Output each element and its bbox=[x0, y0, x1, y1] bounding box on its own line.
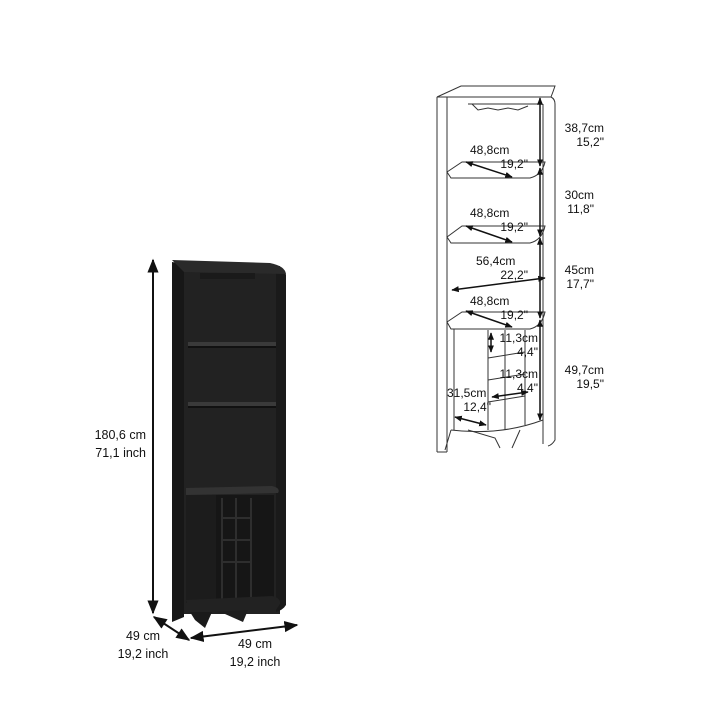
rack-height-cm: 11,3cm bbox=[499, 331, 538, 345]
height-inch: 71,1 inch bbox=[95, 446, 146, 460]
height-section-2: 30cm 11,8" bbox=[552, 188, 594, 216]
shelf-depth-3: 56,4cm 22,2" bbox=[476, 254, 528, 282]
height-section-3: 45cm 17,7" bbox=[552, 263, 594, 291]
line-drawing bbox=[436, 85, 556, 453]
height-2-cm: 30cm bbox=[564, 188, 594, 202]
cabinet-depth-inch: 12,4" bbox=[463, 400, 491, 414]
height-1-cm: 38,7cm bbox=[564, 121, 604, 135]
height-section-1: 38,7cm 15,2" bbox=[552, 121, 604, 149]
cabinet-depth-cm: 31,5cm bbox=[447, 386, 487, 400]
shelf-depth-4: 48,8cm 19,2" bbox=[470, 294, 528, 322]
shelf-2-inch: 19,2" bbox=[500, 220, 528, 234]
cabinet-depth: 31,5cm 12,4" bbox=[447, 386, 491, 414]
rack-height-inch: 4,4" bbox=[517, 345, 538, 359]
height-4-inch: 19,5" bbox=[576, 377, 604, 391]
depth-cm: 49 cm bbox=[125, 629, 161, 643]
width-label: 49 cm 19,2 inch bbox=[212, 635, 298, 671]
dark-cabinet bbox=[172, 260, 286, 628]
height-1-inch: 15,2" bbox=[576, 135, 604, 149]
width-cm: 49 cm bbox=[237, 637, 273, 651]
width-inch: 19,2 inch bbox=[229, 655, 281, 669]
dimension-arrows bbox=[451, 97, 546, 427]
height-label: 180,6 cm 71,1 inch bbox=[80, 426, 146, 462]
shelf-4-cm: 48,8cm bbox=[470, 294, 510, 308]
rack-width-inch: 4,4" bbox=[517, 381, 538, 395]
depth-inch: 19,2 inch bbox=[117, 647, 169, 661]
shelf-4-inch: 19,2" bbox=[500, 308, 528, 322]
width-arrow bbox=[189, 620, 299, 643]
shelf-1-inch: 19,2" bbox=[500, 157, 528, 171]
shelf-3-cm: 56,4cm bbox=[476, 254, 516, 268]
depth-arrow bbox=[152, 616, 191, 641]
rack-cell-height: 11,3cm 4,4" bbox=[494, 331, 538, 359]
height-3-cm: 45cm bbox=[564, 263, 594, 277]
height-section-4: 49,7cm 19,5" bbox=[552, 363, 604, 391]
height-cm: 180,6 cm bbox=[94, 428, 146, 442]
shelf-depth-1: 48,8cm 19,2" bbox=[470, 143, 528, 171]
shelf-3-inch: 22,2" bbox=[500, 268, 528, 282]
height-3-inch: 17,7" bbox=[566, 277, 594, 291]
depth-label: 49 cm 19,2 inch bbox=[100, 627, 186, 663]
shelf-1-cm: 48,8cm bbox=[470, 143, 510, 157]
rack-width-cm: 11,3cm bbox=[499, 367, 538, 381]
shelf-depth-2: 48,8cm 19,2" bbox=[470, 206, 528, 234]
shelf-2-cm: 48,8cm bbox=[470, 206, 510, 220]
height-2-inch: 11,8" bbox=[567, 202, 594, 216]
height-4-cm: 49,7cm bbox=[564, 363, 604, 377]
wine-rack bbox=[221, 498, 252, 600]
rack-cell-width: 11,3cm 4,4" bbox=[494, 367, 538, 395]
